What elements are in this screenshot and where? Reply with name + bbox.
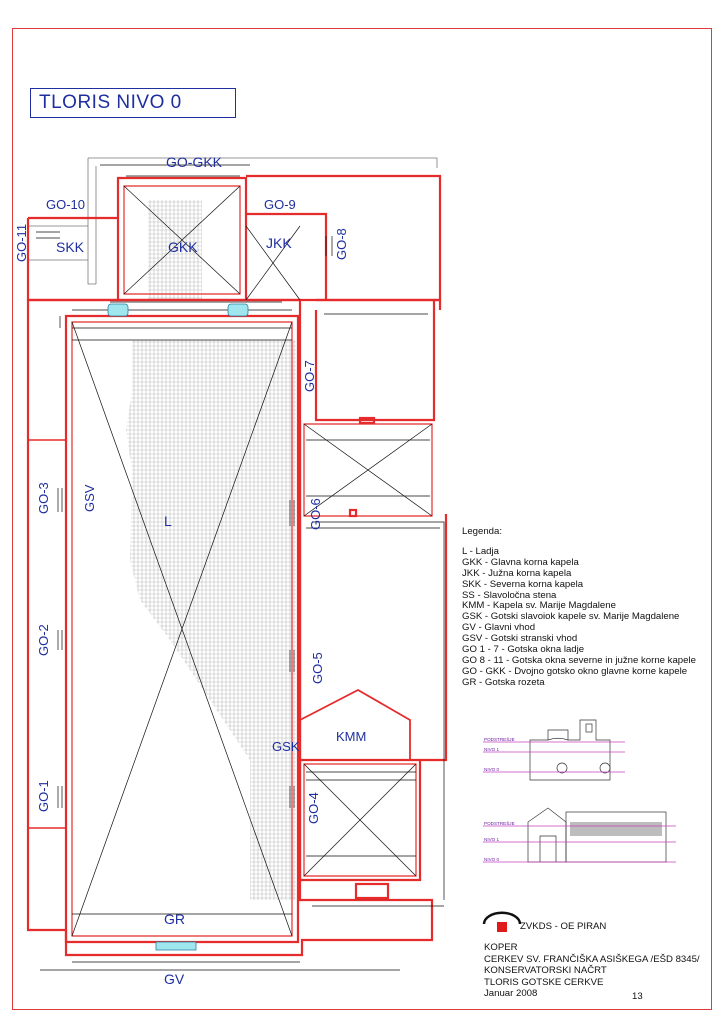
title-block-line: KONSERVATORSKI NAČRT [484, 965, 607, 976]
elevation-bottom-label-1: PODSTREŠJE [484, 821, 515, 826]
legend-item: GSK - Gotski slavoiok kapele sv. Marije … [462, 611, 680, 623]
elevation-top-levels [483, 741, 625, 773]
pillar-bases [107, 303, 249, 951]
label-go-1: GO-1 [36, 780, 51, 812]
label-go-gkk: GO-GKK [166, 154, 223, 170]
label-gsk: GSK [272, 739, 300, 754]
legend-item: GV - Glavni vhod [462, 622, 536, 634]
label-go-5: GO-5 [310, 652, 325, 684]
legend-item: GKK - Glavna korna kapela [462, 556, 579, 568]
label-jkk: JKK [266, 235, 292, 251]
chapel-floor-hatch [148, 200, 202, 300]
elevation-bottom-label-2: NIVO 1 [484, 837, 500, 842]
page-number: 13 [632, 991, 643, 1002]
title-block-line: KOPER [484, 942, 518, 953]
title-block-line: CERKEV SV. FRANČIŠKA ASIŠKEGA /EŠD 8345/ [484, 953, 700, 965]
legend-item: GO 1 - 7 - Gotska okna ladje [462, 644, 585, 656]
title-block-lines: KOPER CERKEV SV. FRANČIŠKA ASIŠKEGA /EŠD… [484, 942, 704, 1000]
window-ticks [36, 231, 333, 808]
legend-item: GSV - Gotski stranski vhod [462, 633, 578, 645]
zvkds-logo [482, 911, 522, 932]
label-go-6: GO-6 [308, 498, 323, 530]
title-block-line: Januar 2008 [484, 988, 538, 999]
elevation-top-label-3: NIVO 0 [484, 767, 500, 772]
label-go-3: GO-3 [36, 482, 51, 514]
elevation-bottom [527, 807, 667, 863]
label-gr: GR [164, 911, 185, 927]
elevation-top-label-1: PODSTREŠJE [484, 737, 515, 742]
legend-item: L - Ladja [462, 545, 499, 557]
legend-title: Legenda: [462, 526, 503, 537]
legend-item: GO - GKK - Dvojno gotsko okno glavne kor… [462, 665, 688, 677]
label-go-4: GO-4 [306, 792, 321, 824]
legend-item: SS - Slavoločna stena [462, 589, 557, 601]
title-block-line: TLORIS GOTSKE CERKVE [484, 976, 604, 988]
label-go-8: GO-8 [334, 228, 349, 260]
elevation-bottom-levels [483, 825, 676, 863]
label-go-7: GO-7 [302, 360, 317, 392]
label-go-10: GO-10 [46, 197, 86, 212]
detail-lines [40, 164, 445, 971]
label-go-2: GO-2 [36, 624, 51, 656]
label-go-11: GO-11 [14, 223, 29, 262]
nave-floor-hatch [80, 340, 296, 900]
legend-item: SKK - Severna korna kapela [462, 578, 584, 590]
drawing-title: TLORIS NIVO 0 [30, 88, 236, 118]
label-go-9: GO-9 [264, 197, 296, 212]
legend-item: KMM - Kapela sv. Marije Magdalene [462, 600, 616, 612]
label-gv: GV [164, 971, 185, 987]
elevation-top [529, 719, 611, 781]
legend-item: JKK - Južna korna kapela [462, 567, 572, 579]
label-gkk: GKK [168, 239, 198, 255]
elevation-top-label-2: NIVO 1 [484, 747, 500, 752]
label-skk: SKK [56, 239, 85, 255]
legend: Legenda: L - Ladja GKK - Glavna korna ka… [462, 526, 696, 689]
label-l: L [164, 513, 172, 529]
elevation-bottom-label-3: NIVO 0 [484, 857, 500, 862]
organization-name: ZVKDS - OE PIRAN [520, 921, 607, 932]
context-lines [28, 157, 438, 285]
label-gsv: GSV [82, 484, 97, 512]
legend-item: GR - Gotska rozeta [462, 676, 545, 688]
label-kmm: KMM [336, 729, 367, 744]
sheet-border [12, 28, 712, 1010]
legend-item: GO 8 - 11 - Gotska okna severne in južne… [462, 654, 696, 666]
